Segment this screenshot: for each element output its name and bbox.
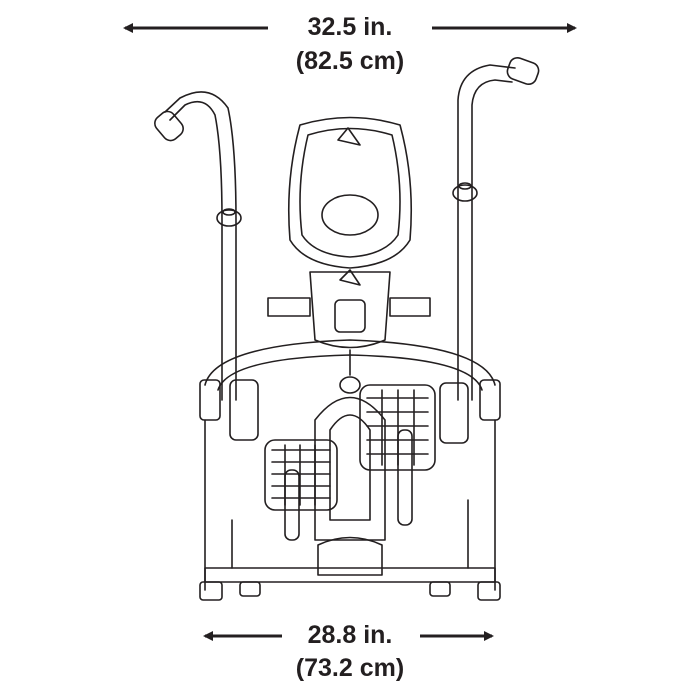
right-pedal <box>359 384 436 526</box>
seat-backrest <box>287 116 413 269</box>
base-dimension-imperial: 28.8 in. <box>307 621 393 649</box>
left-pedal <box>264 439 338 541</box>
width-dimension-imperial: 32.5 in. <box>307 13 393 41</box>
center-fan-housing <box>314 376 386 576</box>
left-handlebar <box>154 91 242 401</box>
front-frame-arch <box>199 339 501 591</box>
base-dimension-metric: (73.2 cm) <box>295 654 405 682</box>
base-frame <box>199 499 501 601</box>
width-dimension-metric: (82.5 cm) <box>295 47 405 75</box>
right-handlebar <box>452 56 540 401</box>
seat-post <box>267 269 431 376</box>
